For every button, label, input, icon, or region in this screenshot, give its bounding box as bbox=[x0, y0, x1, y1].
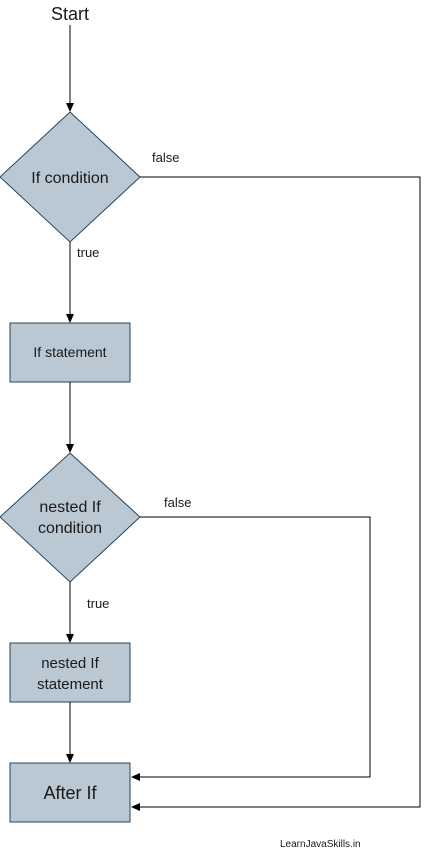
nested-if-condition-label-line1: nested If bbox=[39, 499, 101, 516]
edge-if-condition-false-branch bbox=[140, 176, 421, 808]
arrowhead-if-condition bbox=[66, 103, 74, 112]
if-condition-label: If condition bbox=[31, 170, 108, 187]
arrowhead-after-if-false-inner bbox=[131, 773, 140, 781]
arrowhead-nested-statement bbox=[66, 634, 74, 643]
true-label-if-condition: true bbox=[77, 245, 99, 260]
nested-if-condition-decision bbox=[0, 452, 141, 583]
arrowhead-after-if-false-outer bbox=[131, 803, 140, 811]
watermark-text: LearnJavaSkills.in bbox=[280, 839, 361, 850]
arrowhead-nested-condition bbox=[66, 444, 74, 453]
after-if-label: After If bbox=[43, 783, 97, 803]
true-label-nested-condition: true bbox=[87, 596, 109, 611]
if-statement-box bbox=[9, 322, 131, 383]
false-label-if-condition: false bbox=[152, 150, 179, 165]
false-label-nested-condition: false bbox=[164, 495, 191, 510]
arrowhead-after-if-top bbox=[66, 754, 74, 763]
nested-if-statement-box bbox=[9, 642, 131, 703]
nested-if-statement-label-line1: nested If bbox=[41, 655, 99, 672]
after-if-box bbox=[9, 762, 131, 823]
arrowhead-if-statement bbox=[66, 314, 74, 323]
start-label: Start bbox=[51, 4, 89, 24]
nested-if-condition-label-line2: condition bbox=[38, 520, 102, 537]
nested-if-statement-label-line2: statement bbox=[37, 676, 104, 693]
edge-nested-condition-false-branch bbox=[140, 516, 371, 778]
if-statement-label: If statement bbox=[33, 344, 106, 360]
